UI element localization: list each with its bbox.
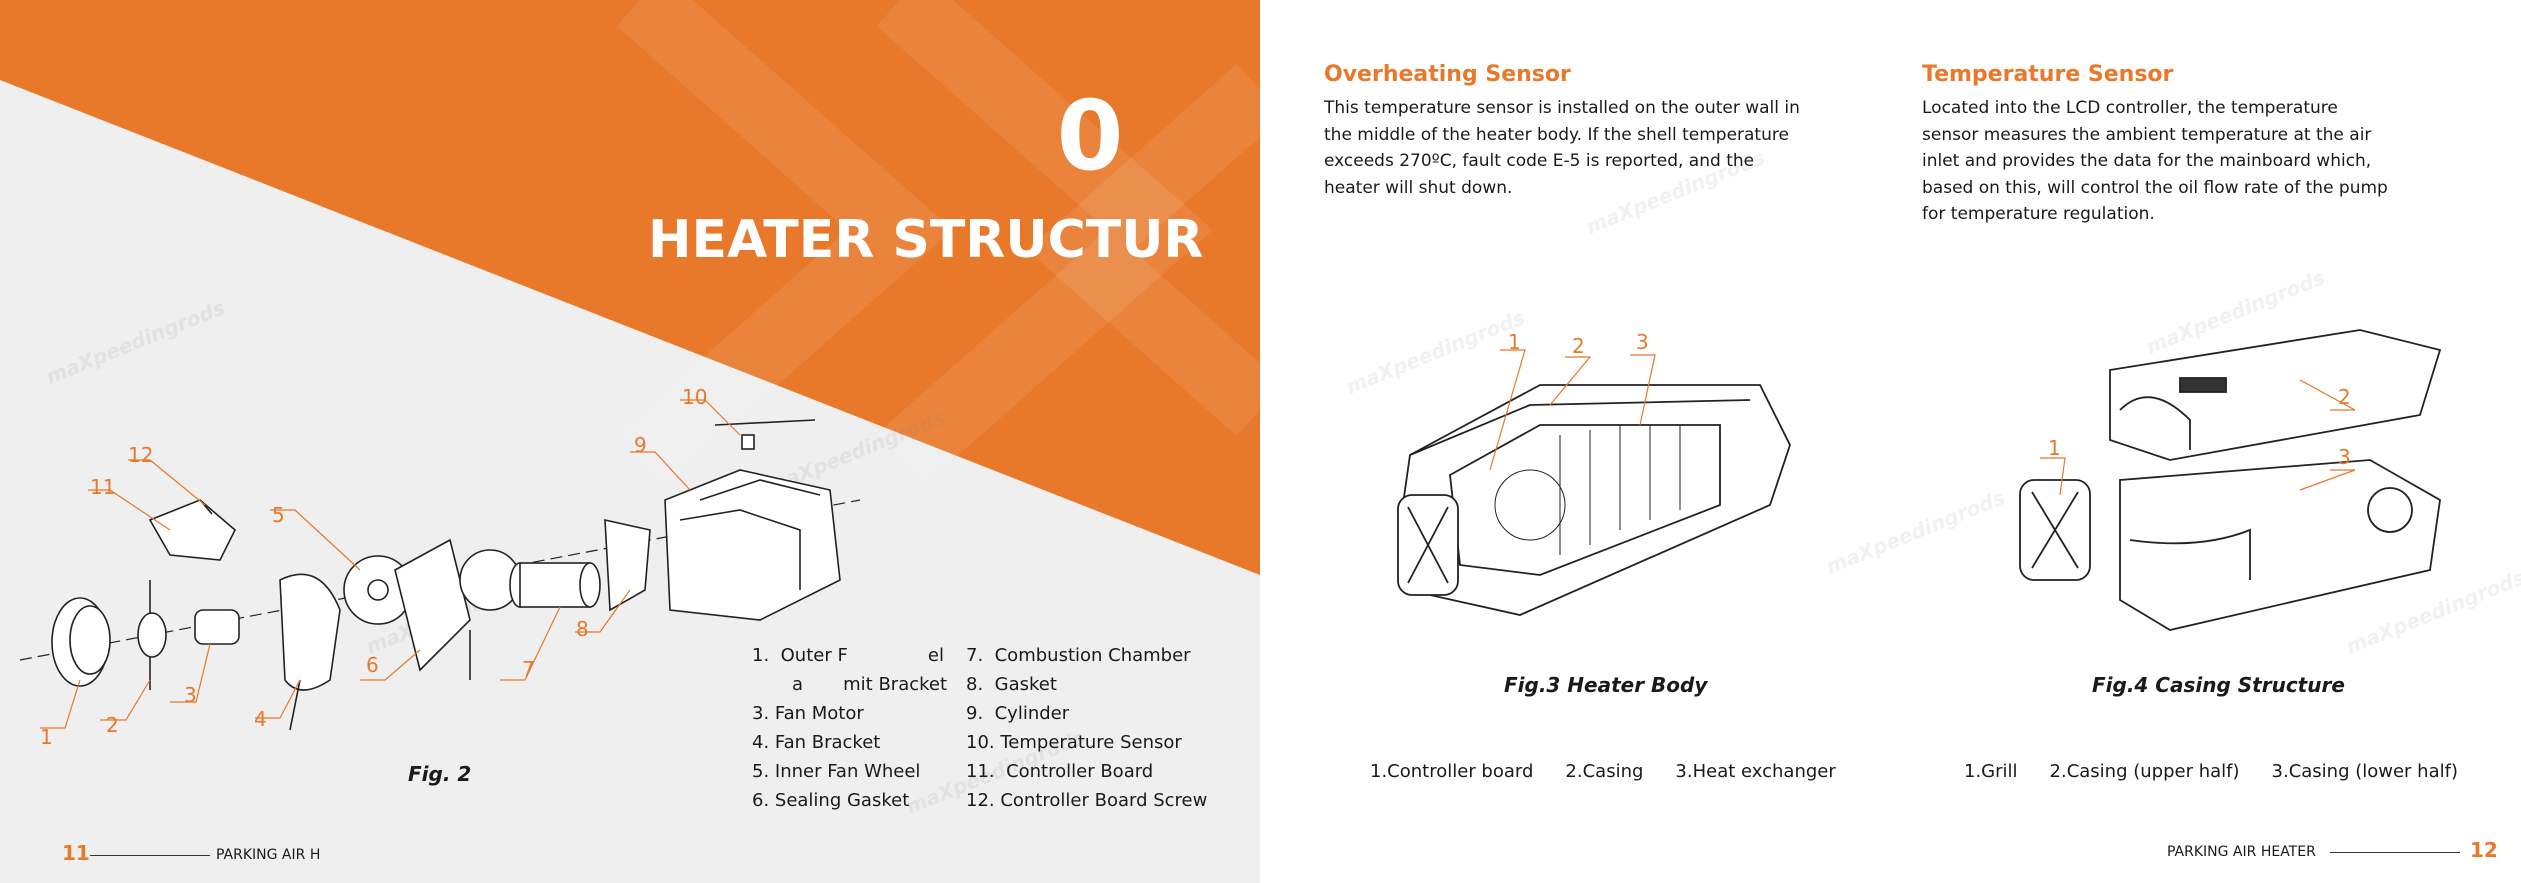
left-page: maXpeedingrods maXpeedingrods maXpeeding… [0,0,1260,883]
heater-body-drawing: 1 2 3 [1397,330,1791,616]
callout-label: 12 [128,443,153,467]
legend-item: 2.Casing (upper half) [2049,761,2240,782]
callout-label: 1 [40,725,53,749]
right-page: maXpeedingrods maXpeedingrods maXpeeding… [1260,0,2521,883]
callout-label: 11 [90,475,115,499]
legend-item: 1.Controller board [1370,761,1534,782]
fig4-callouts: 1 2 3 [2048,385,2351,469]
section-body-overheating-sensor: This temperature sensor is installed on … [1324,98,1800,198]
parts-list-column-2: 7. Combustion Chamber 8. Gasket 9. Cylin… [966,641,1207,815]
parts-list-item: 12. Controller Board Screw [966,790,1208,811]
legend-item: 3.Casing (lower half) [2271,761,2458,782]
page-number: 12 [2470,838,2498,862]
callout-label: 7 [522,657,535,681]
parts-list-item: 7. Combustion Chamber [966,645,1191,666]
parts-list-item: 8. Gasket [966,674,1057,695]
callout-label: 5 [272,503,285,527]
footer-rule [90,855,210,856]
callout-label: 3 [1636,330,1649,354]
callout-label: 2 [1572,334,1585,358]
parts-list-item: 6. Sealing Gasket [752,790,910,811]
parts-list-item: 5. Inner Fan Wheel [752,761,921,782]
callout-label: 10 [682,385,707,409]
callout-label: 2 [106,713,119,737]
footer-title: PARKING AIR H [216,847,321,863]
section-title-temperature-sensor: Temperature Sensor [1922,62,2174,87]
parts-list-item: 9. Cylinder [966,703,1070,724]
footer-title: PARKING AIR HEATER [2167,844,2316,860]
callout-label: 1 [2048,436,2061,460]
legend-item: 3.Heat exchanger [1675,761,1836,782]
fig4-legend: 1.Grill 2.Casing (upper half) 3.Casing (… [1964,761,2458,782]
footer-rule [2330,852,2460,853]
figure-caption: Fig.4 Casing Structure [2092,673,2345,697]
parts-list-item: 11. Controller Board [966,761,1154,782]
parts-list-item: 10. Temperature Sensor [966,732,1182,753]
parts-list-item: 4. Fan Bracket [752,732,881,753]
callout-label: 2 [2338,385,2351,409]
page-number: 11 [62,841,90,865]
orange-diagonal-band [0,0,1260,575]
figure-caption: Fig. 2 [408,762,472,786]
chapter-number: 0 [1056,80,1124,192]
callout-label: 3 [184,683,197,707]
watermark: maXpeedingrods [1822,485,2009,579]
casing-structure-drawing: 1 2 3 [2019,329,2442,631]
chapter-title: HEATER STRUCTUR [648,210,1204,270]
callout-label: 4 [254,707,267,731]
legend-item: 2.Casing [1565,761,1644,782]
section-body-temperature-sensor: Located into the LCD controller, the tem… [1922,98,2388,224]
parts-list-column-1: 1. Outer F el a mit Bracket 3. Fan Motor… [752,641,947,815]
parts-list-item: 3. Fan Motor [752,703,864,724]
callout-label: 9 [634,433,647,457]
parts-list-item: a mit Bracket [752,674,948,695]
exploded-heater-diagram: 1 2 3 4 5 6 7 8 9 10 11 12 [19,385,861,749]
legend-item: 1.Grill [1964,761,2018,782]
callout-label: 1 [1508,330,1521,354]
section-title-overheating-sensor: Overheating Sensor [1324,62,1571,87]
callout-label: 8 [576,617,589,641]
fig3-callouts: 1 2 3 [1508,330,1649,358]
figure-caption: Fig.3 Heater Body [1504,673,1708,697]
parts-list-item: 1. Outer F el [752,645,944,666]
diagram-callouts: 1 2 3 4 5 6 7 8 9 10 11 12 [40,385,707,749]
fig3-legend: 1.Controller board 2.Casing 3.Heat excha… [1370,761,1836,782]
callout-label: 3 [2338,445,2351,469]
callout-label: 6 [366,653,379,677]
